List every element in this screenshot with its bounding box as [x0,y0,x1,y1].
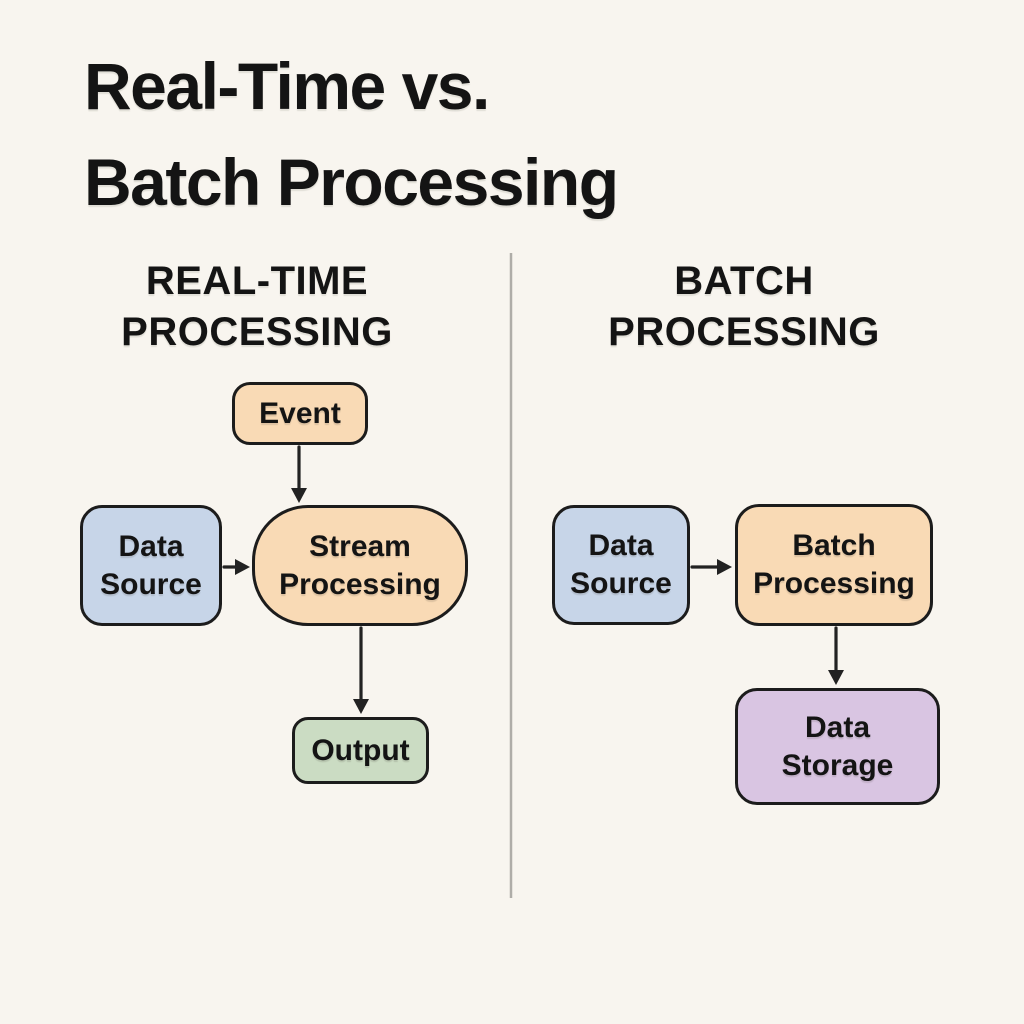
arrow-event-to-stream [291,445,307,503]
arrow-batch-to-storage [828,626,844,685]
left-column-header: REAL-TIME PROCESSING [47,256,467,358]
node-data-source-batch-line1: Data [588,529,654,562]
node-data-source-realtime-line2: Source [100,567,202,601]
node-data-storage-line2: Storage [781,748,894,782]
node-stream-processing-line2: Processing [279,567,441,601]
node-event: Event [232,382,368,445]
node-output: Output [292,717,429,784]
node-data-storage: Data Storage [735,688,940,805]
right-column-header: BATCH PROCESSING [534,256,954,358]
node-batch-processing-line2: Processing [753,567,915,600]
left-column-header-line2: PROCESSING [121,310,393,354]
page-title-line1: Real-Time vs. [84,49,490,123]
arrow-datasource-to-stream [222,559,250,575]
arrow-datasource-to-batch [690,559,732,575]
node-event-label: Event [259,396,341,430]
left-column-header-line1: REAL-TIME [145,259,369,303]
right-column-header-line2: PROCESSING [608,310,880,354]
node-batch-processing: Batch Processing [735,504,933,626]
node-stream-processing-line1: Stream [309,529,411,563]
arrow-stream-to-output [353,626,369,714]
node-data-source-realtime: Data Source [80,505,222,626]
node-data-source-realtime-line1: Data [118,529,184,563]
node-data-storage-line1: Data [804,710,871,744]
node-output-label: Output [311,733,410,767]
node-data-source-batch: Data Source [552,505,690,625]
node-stream-processing: Stream Processing [252,505,468,626]
page-title: Real-Time vs. Batch Processing [84,38,619,230]
right-column-header-line1: BATCH [674,259,814,303]
node-data-source-batch-line2: Source [570,567,672,600]
page-title-line2: Batch Processing [84,145,619,219]
node-batch-processing-line1: Batch [792,529,876,562]
